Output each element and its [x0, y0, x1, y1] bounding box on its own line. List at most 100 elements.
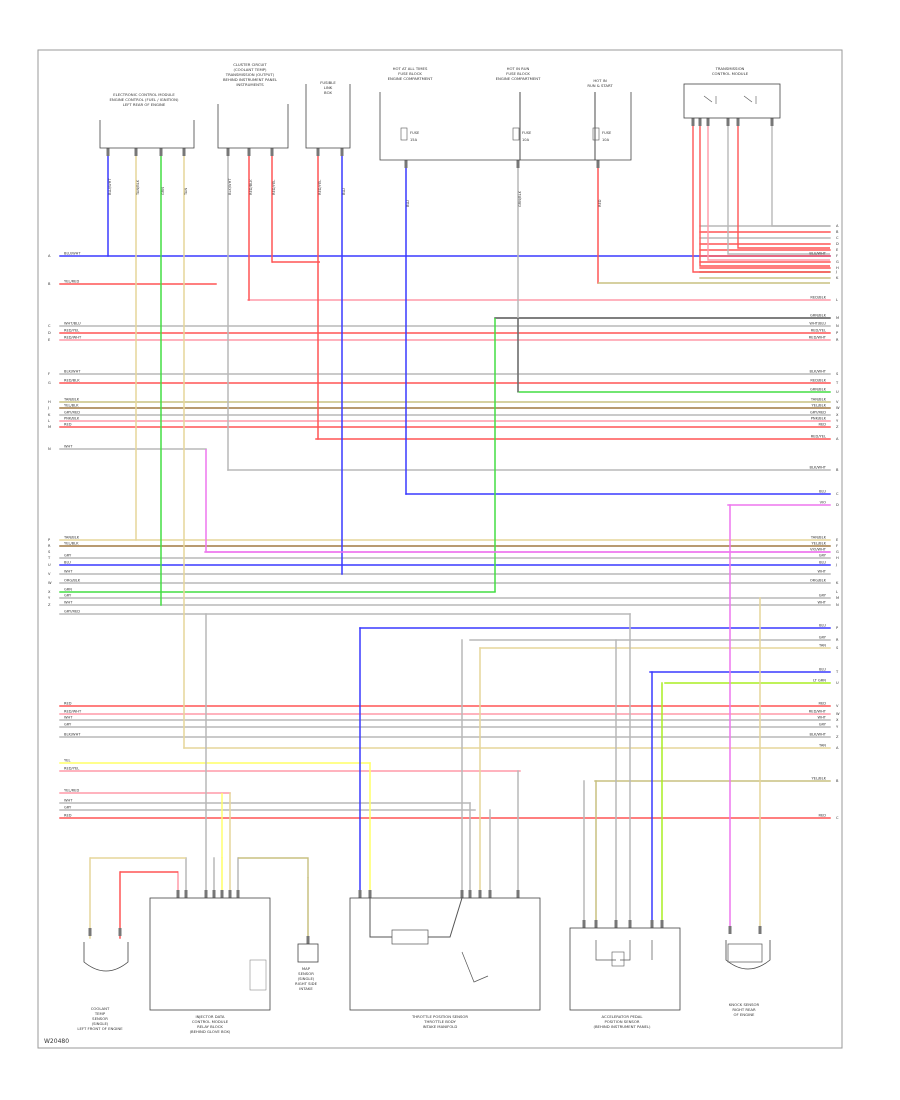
- diagram-code: W20480: [44, 1038, 69, 1045]
- c6-outline: [594, 92, 632, 161]
- ks-pin-1: [728, 926, 732, 934]
- wire-label-right-7: RED/WHT: [809, 336, 827, 340]
- wire-label-left-2: YEL/RED: [64, 280, 79, 284]
- c8-label-3: SENSOR: [92, 1016, 108, 1021]
- c1-label-1: ELECTRONIC CONTROL MODULE: [113, 92, 175, 97]
- c1-label-3: LEFT REAR OF ENGINE: [123, 102, 166, 107]
- wire-label-right-27: ORG/BLK: [810, 579, 827, 583]
- wire-label-left-6: RED/YEL: [64, 329, 79, 333]
- side-mark-right-4: D: [836, 242, 839, 246]
- wire-label-right-13: GRY/RED: [810, 411, 826, 415]
- side-mark-left-5: E: [48, 338, 51, 342]
- side-mark-right-15: R: [836, 338, 839, 342]
- ecm-pin-1: [106, 148, 110, 156]
- side-mark-right-1: A: [836, 224, 839, 228]
- tps-lead-1: [369, 898, 392, 938]
- wire-label-left-40: GRY: [64, 723, 72, 727]
- tps-pin-1: [358, 890, 362, 898]
- drop-label-3: GRN: [161, 187, 165, 195]
- wire-label-left-26: WHT: [64, 570, 73, 574]
- drop-label-2: TAN/BLK: [136, 179, 140, 196]
- wire-label-left-22: YEL/BLK: [64, 542, 79, 546]
- c13-label-2: RIGHT REAR: [732, 1007, 756, 1012]
- wire-label-right-10: GRN/BLK: [810, 388, 827, 392]
- tcm-pin-5: [736, 118, 740, 126]
- side-mark-left-7: G: [48, 381, 51, 385]
- apps-element: [595, 940, 653, 961]
- c2-label-3: TRANSMISSION (OUTPUT): [225, 72, 275, 77]
- cluster-pin-1: [226, 148, 230, 156]
- jumper-5: [205, 449, 830, 553]
- wire-label-right-12: YEL/BLK: [811, 404, 826, 408]
- c4-label-2: FUSE BLOCK: [398, 71, 422, 76]
- tcm-drop-1: [692, 120, 830, 273]
- wire-label-right-30: WHT: [818, 601, 827, 605]
- wire-label-left-8: BLK/WHT: [64, 370, 81, 374]
- wire-label-left-43: YEL: [64, 759, 70, 763]
- side-mark-left-11: L: [48, 419, 50, 423]
- c10-label-5: INTAKE: [299, 986, 313, 991]
- side-mark-left-21: X: [48, 590, 51, 594]
- side-mark-left-4: D: [48, 331, 51, 335]
- side-mark-left-3: C: [48, 324, 51, 328]
- fuse-label-2: FUSE: [522, 131, 532, 135]
- c5-label-2: FUSE BLOCK: [506, 71, 530, 76]
- wire-label-left-14: PNK/BLK: [64, 417, 80, 421]
- wire-label-left-47: WHT: [64, 799, 73, 803]
- wire-label-right-19: BLU: [819, 490, 826, 494]
- tcm-drop-6: [771, 120, 830, 227]
- c8-label-1: COOLANT: [91, 1006, 110, 1011]
- c6-label-2: RUN & START: [587, 83, 613, 88]
- fuse-symbol-2: [512, 127, 520, 141]
- wire-label-left-48: GRY: [64, 806, 72, 810]
- c8-outline: [83, 942, 129, 972]
- c3-label-1: FUSIBLE: [320, 80, 336, 85]
- drop-label-9: BLU: [342, 188, 346, 195]
- map-link: [238, 857, 309, 878]
- wire-label-left-11: TAN/BLK: [63, 398, 80, 402]
- side-mark-right-30: G: [836, 550, 839, 554]
- wire-label-right-41: BLK/WHT: [810, 733, 827, 737]
- c10-label-2: SENSOR: [298, 971, 314, 976]
- diagram-border: [37, 49, 843, 1049]
- fuse-pin-3: [596, 160, 600, 168]
- c2-outline: [217, 104, 289, 149]
- idcm-pin-7: [236, 890, 240, 898]
- cluster-pin-3: [270, 148, 274, 156]
- fusible-pin-1: [316, 148, 320, 156]
- c4-outline: [379, 92, 521, 161]
- side-mark-right-25: B: [836, 468, 839, 472]
- idcm-pin-2: [184, 890, 188, 898]
- c4-label-3: ENGINE COMPARTMENT: [388, 76, 434, 81]
- wire-label-right-35: BLU: [819, 668, 826, 672]
- side-mark-left-12: M: [48, 425, 51, 429]
- side-mark-left-6: F: [48, 372, 50, 376]
- ect-pin-1: [88, 928, 92, 936]
- drop-label-11: GRN/BLK: [518, 190, 522, 207]
- side-mark-right-46: Z: [836, 735, 839, 739]
- wire-label-right-11: TAN/BLK: [810, 398, 827, 402]
- side-mark-right-36: N: [836, 603, 839, 607]
- fuse-pin-2: [516, 160, 520, 168]
- wire-label-right-4: GRN/BLK: [810, 314, 827, 318]
- tps-pin-7: [516, 890, 520, 898]
- side-mark-right-27: D: [836, 503, 839, 507]
- side-mark-right-38: R: [836, 638, 839, 642]
- c5-outline: [519, 92, 596, 161]
- c10-label-1: MAP: [302, 966, 311, 971]
- wire-label-right-29: GRY: [819, 594, 827, 598]
- c2-label-1: CLUSTER CIRCUIT: [233, 62, 267, 67]
- wire-label-left-27: ORG/BLK: [64, 579, 81, 583]
- idcm-pin-6: [228, 890, 232, 898]
- drop-label-7: RED/YEL: [272, 180, 276, 195]
- tcm-pin-6: [770, 118, 774, 126]
- c2-label-2: (COOLANT TEMP): [233, 67, 267, 72]
- idcm-pin-1: [176, 890, 180, 898]
- side-mark-right-49: C: [836, 816, 839, 820]
- wire-layer: [59, 118, 831, 944]
- side-mark-right-48: B: [836, 779, 839, 783]
- tcm-contacts: [703, 95, 757, 104]
- c13-label-1: KNOCK SENSOR: [729, 1002, 760, 1007]
- wire-label-left-21: TAN/BLK: [63, 536, 80, 540]
- apps-pin-4: [628, 920, 632, 928]
